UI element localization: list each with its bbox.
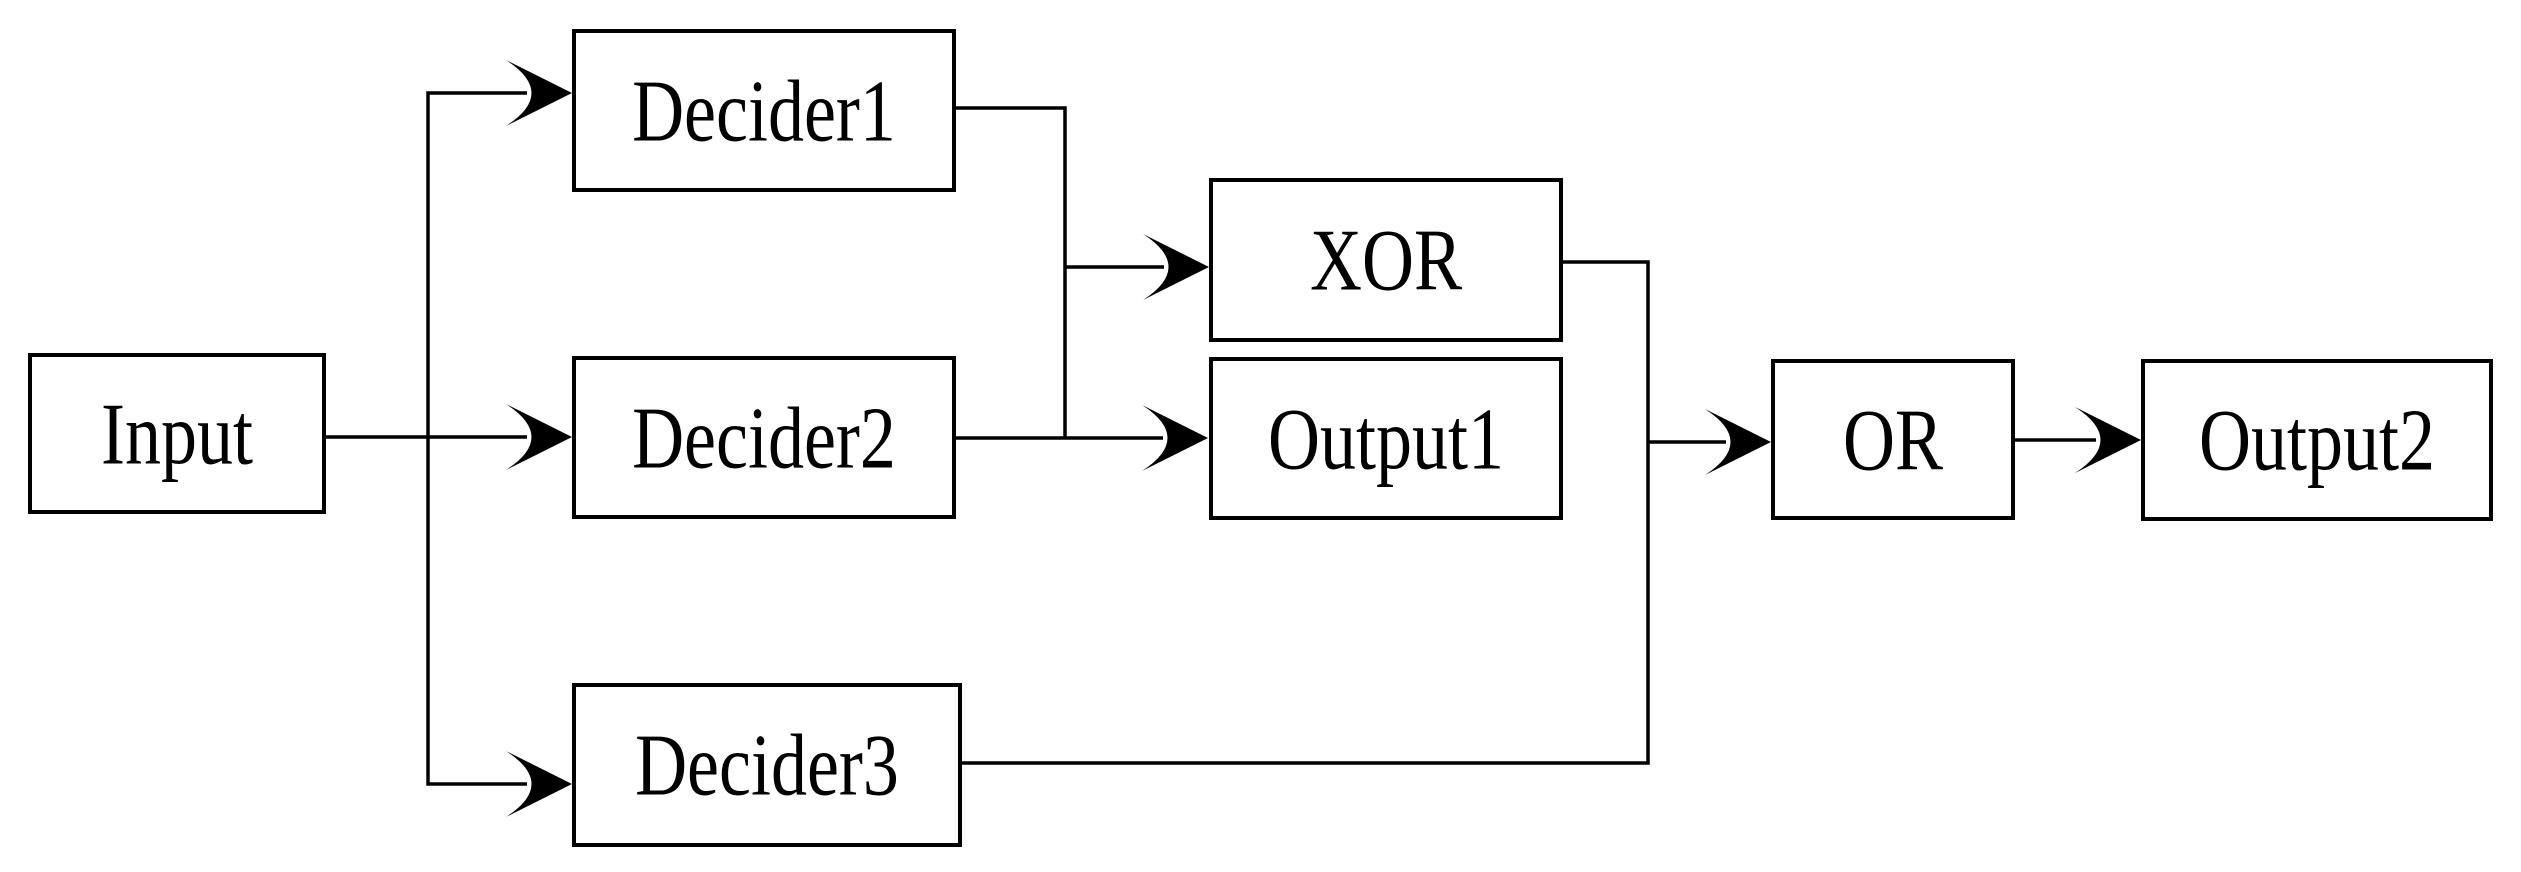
node-output2-label: Output2 bbox=[2198, 391, 2435, 489]
wire-xor-decider3-bus bbox=[960, 260, 1650, 765]
node-decider3-label: Decider3 bbox=[635, 716, 899, 814]
node-decider3: Decider3 bbox=[572, 683, 962, 847]
node-decider2-label: Decider2 bbox=[632, 388, 896, 487]
node-input: Input bbox=[28, 353, 326, 514]
node-xor: XOR bbox=[1209, 178, 1563, 342]
node-decider1: Decider1 bbox=[572, 29, 956, 192]
node-or-label: OR bbox=[1842, 390, 1944, 489]
node-xor-label: XOR bbox=[1309, 211, 1462, 309]
wire-input-fanout-bus bbox=[426, 91, 527, 786]
wire-decider1-output bbox=[955, 106, 1067, 438]
node-output1: Output1 bbox=[1209, 357, 1563, 520]
node-output2: Output2 bbox=[2141, 359, 2493, 521]
node-decider2: Decider2 bbox=[572, 356, 956, 519]
node-input-label: Input bbox=[101, 384, 253, 483]
node-decider1-label: Decider1 bbox=[632, 61, 896, 160]
node-output1-label: Output1 bbox=[1267, 389, 1504, 488]
node-or: OR bbox=[1771, 359, 2015, 520]
